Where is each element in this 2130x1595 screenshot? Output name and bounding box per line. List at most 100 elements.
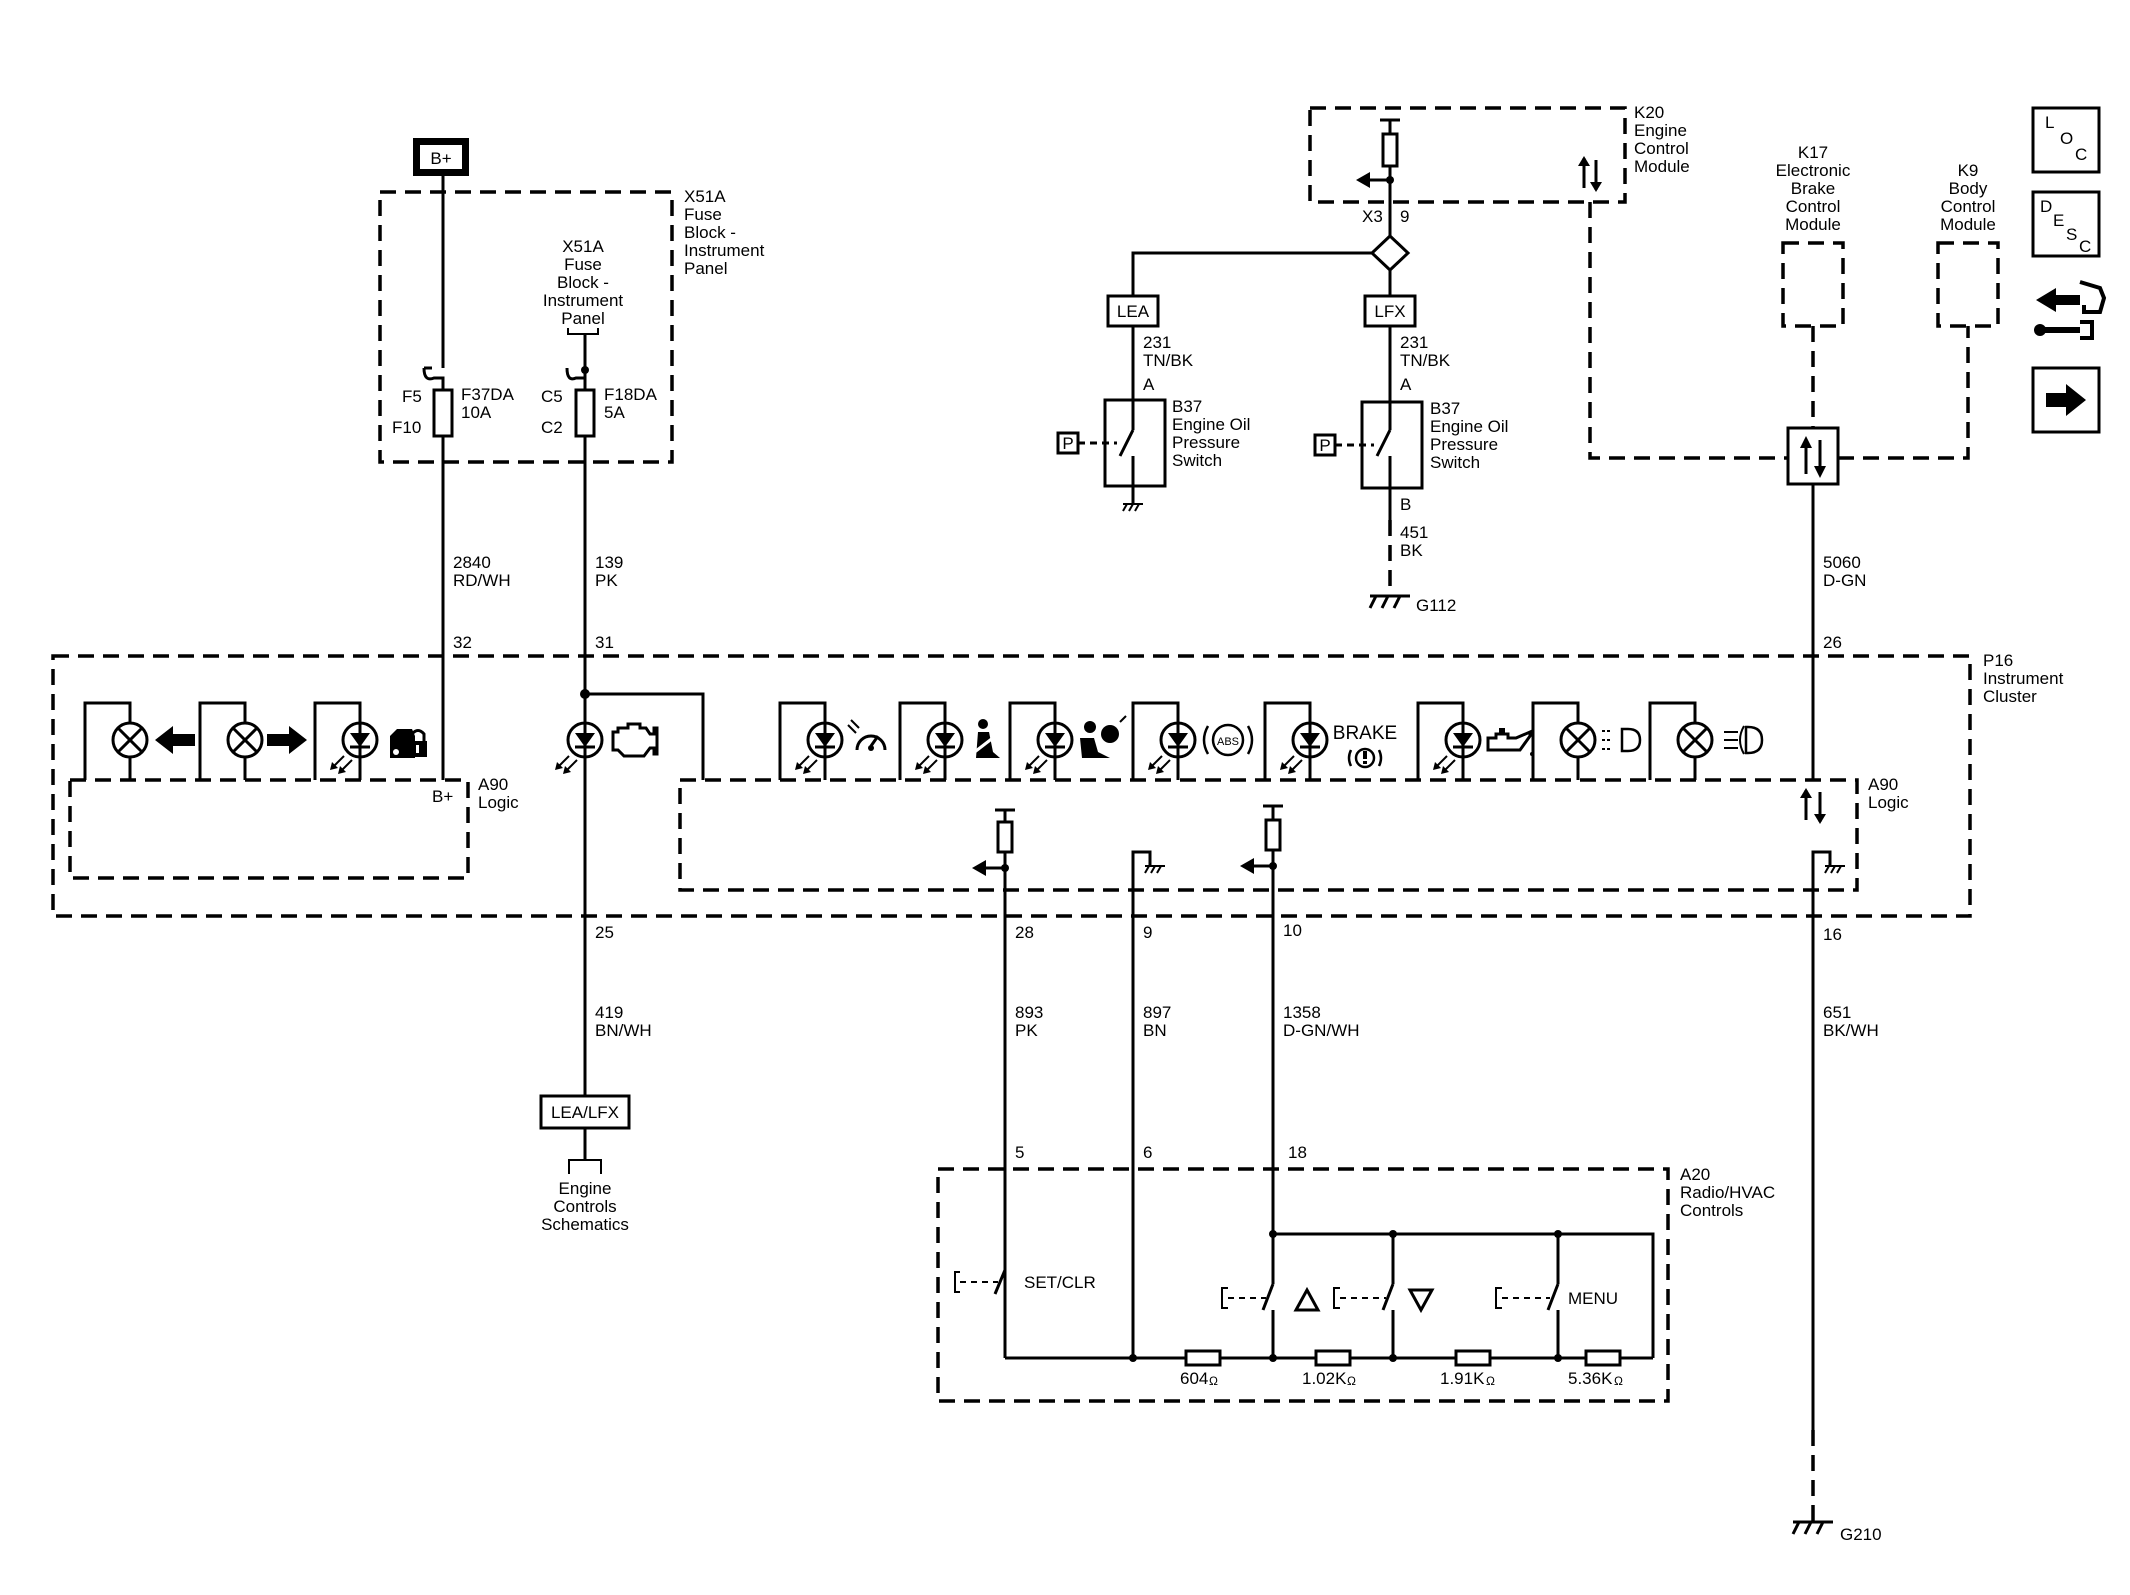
pin-9: 9 [1143, 923, 1152, 942]
check-engine-indicator [553, 689, 705, 780]
resistor-5k36-value: 5.36K [1568, 1369, 1613, 1388]
connector-repair-button[interactable] [2034, 280, 2107, 340]
wire-451-color: BK [1400, 541, 1423, 560]
menu-label: MENU [1568, 1289, 1618, 1308]
ground-g112-label: G112 [1416, 596, 1456, 615]
desc-letter-s: S [2066, 225, 2077, 244]
x51a-label-3: Block - [684, 223, 736, 242]
wire-651-color: BK/WH [1823, 1021, 1879, 1040]
a20-label-1: A20 [1680, 1165, 1710, 1184]
b37-right-label-2: Engine Oil [1430, 417, 1508, 436]
wire-231-right-circuit: 231 [1400, 333, 1428, 352]
b-plus-label: B+ [430, 149, 451, 168]
p16-label-2: Instrument [1983, 669, 2064, 688]
oil-pressure-indicator [1431, 721, 1534, 776]
wire-1358-color: D-GN/WH [1283, 1021, 1359, 1040]
ecm-data-arrows-icon [1578, 156, 1602, 192]
headlamp-icon [1602, 727, 1642, 753]
location-button[interactable]: L O C [2031, 106, 2101, 174]
k9-label-4: Module [1940, 215, 1996, 234]
engine-controls-label-2: Controls [553, 1197, 616, 1216]
airbag-indicator [1023, 715, 1127, 776]
b37-right-label-3: Pressure [1430, 435, 1498, 454]
a20-label-2: Radio/HVAC [1680, 1183, 1775, 1202]
k9-label-1: K9 [1958, 161, 1979, 180]
desc-letter-d: D [2040, 197, 2052, 216]
wire-231-left-circuit: 231 [1143, 333, 1171, 352]
a90-logic-left: B+ A90 Logic [68, 775, 519, 880]
pressure-symbol-left: P [1062, 434, 1073, 453]
pin-25: 25 [595, 923, 614, 942]
brake-icon [1347, 747, 1383, 769]
x51a-inner-label-2: Fuse [564, 255, 602, 274]
abs-icon: ABS [1202, 723, 1254, 757]
engine-option-lea: LEA 231 TN/BK A [1106, 294, 1194, 400]
wire-893-circuit: 893 [1015, 1003, 1043, 1022]
engine-option-lfx: LFX 231 TN/BK A [1363, 294, 1451, 402]
loc-letter-o: O [2060, 129, 2073, 148]
a90-left-label-1: A90 [478, 775, 508, 794]
oil-pressure-switch-b37-right: P B37 Engine Oil Pressure Switch B 451 B… [1313, 399, 1508, 615]
airbag-icon [1080, 715, 1127, 758]
body-control-module-k9: K9 Body Control Module [1936, 161, 2000, 328]
wire-893-color: PK [1015, 1021, 1038, 1040]
wire-139-pin: 31 [595, 633, 614, 652]
a90-logic-right: A90 Logic [678, 775, 1909, 892]
ohm-symbol-2: Ω [1347, 1374, 1356, 1388]
x51a-inner-label-3: Block - [557, 273, 609, 292]
b37-left-label-3: Pressure [1172, 433, 1240, 452]
description-button[interactable]: D E S C [2031, 190, 2101, 258]
x51a-inner-label-5: Panel [561, 309, 604, 328]
wire-897-color: BN [1143, 1021, 1167, 1040]
engine-controls-label-3: Schematics [541, 1215, 629, 1234]
wire-1358-circuit: 1358 [1283, 1003, 1321, 1022]
k17-label-3: Brake [1791, 179, 1835, 198]
seat-belt-indicator [913, 719, 1000, 776]
traction-control-icon [847, 719, 887, 751]
oil-can-icon [1486, 728, 1534, 756]
resistor-1k02-value: 1.02K [1302, 1369, 1347, 1388]
wire-651-circuit: 651 [1823, 1003, 1851, 1022]
k20-label-4: Module [1634, 157, 1690, 176]
b37-left-label-2: Engine Oil [1172, 415, 1250, 434]
b37-right-label-1: B37 [1430, 399, 1460, 418]
k17-label-1: K17 [1798, 143, 1828, 162]
wire-419-color: BN/WH [595, 1021, 652, 1040]
x51a-label-1: X51A [684, 187, 726, 206]
next-arrow-icon [2046, 384, 2086, 416]
resistor-604-value: 604 [1180, 1369, 1208, 1388]
fog-lamp-indicator [1676, 721, 1764, 759]
cluster-bottom-pin-labels: 25 28 9 10 16 419 BN/WH 893 PK 897 BN 13… [595, 921, 1879, 1040]
wire-139-circuit: 139 [595, 553, 623, 572]
k17-label-4: Control [1786, 197, 1841, 216]
a20-pin-5: 5 [1015, 1143, 1024, 1162]
engine-icon [611, 722, 659, 758]
fuse-f37da-name: F37DA [461, 385, 515, 404]
seat-belt-icon [971, 719, 1000, 758]
b37-left-label-1: B37 [1172, 397, 1202, 416]
headlamp-indicator [1559, 721, 1642, 759]
k17-label-2: Electronic [1776, 161, 1851, 180]
wire-5060-color: D-GN [1823, 571, 1866, 590]
ohm-symbol-4: Ω [1614, 1374, 1623, 1388]
fog-lamp-icon [1724, 725, 1764, 755]
abs-indicator: ABS [1146, 721, 1254, 776]
security-indicator [313, 701, 427, 780]
fuse-f37da-rating: 10A [461, 403, 492, 422]
cluster-internal-pullups [972, 804, 1846, 1430]
fuse-f18da-name: F18DA [604, 385, 658, 404]
pin-16: 16 [1823, 925, 1842, 944]
engine-lfx-label: LFX [1374, 302, 1405, 321]
a90-left-label-2: Logic [478, 793, 519, 812]
a20-label-3: Controls [1680, 1201, 1743, 1220]
next-button[interactable] [2031, 366, 2101, 434]
wire-419-circuit: 419 [595, 1003, 623, 1022]
wire-5060-circuit: 5060 [1823, 553, 1861, 572]
fuse-f37da-pin-top: F5 [402, 387, 422, 406]
connector-wrench-icon [2034, 280, 2107, 340]
k20-label-2: Engine [1634, 121, 1687, 140]
p16-label-3: Cluster [1983, 687, 2037, 706]
wire-231-left-pin: A [1143, 375, 1155, 394]
loc-letter-l: L [2045, 113, 2054, 132]
